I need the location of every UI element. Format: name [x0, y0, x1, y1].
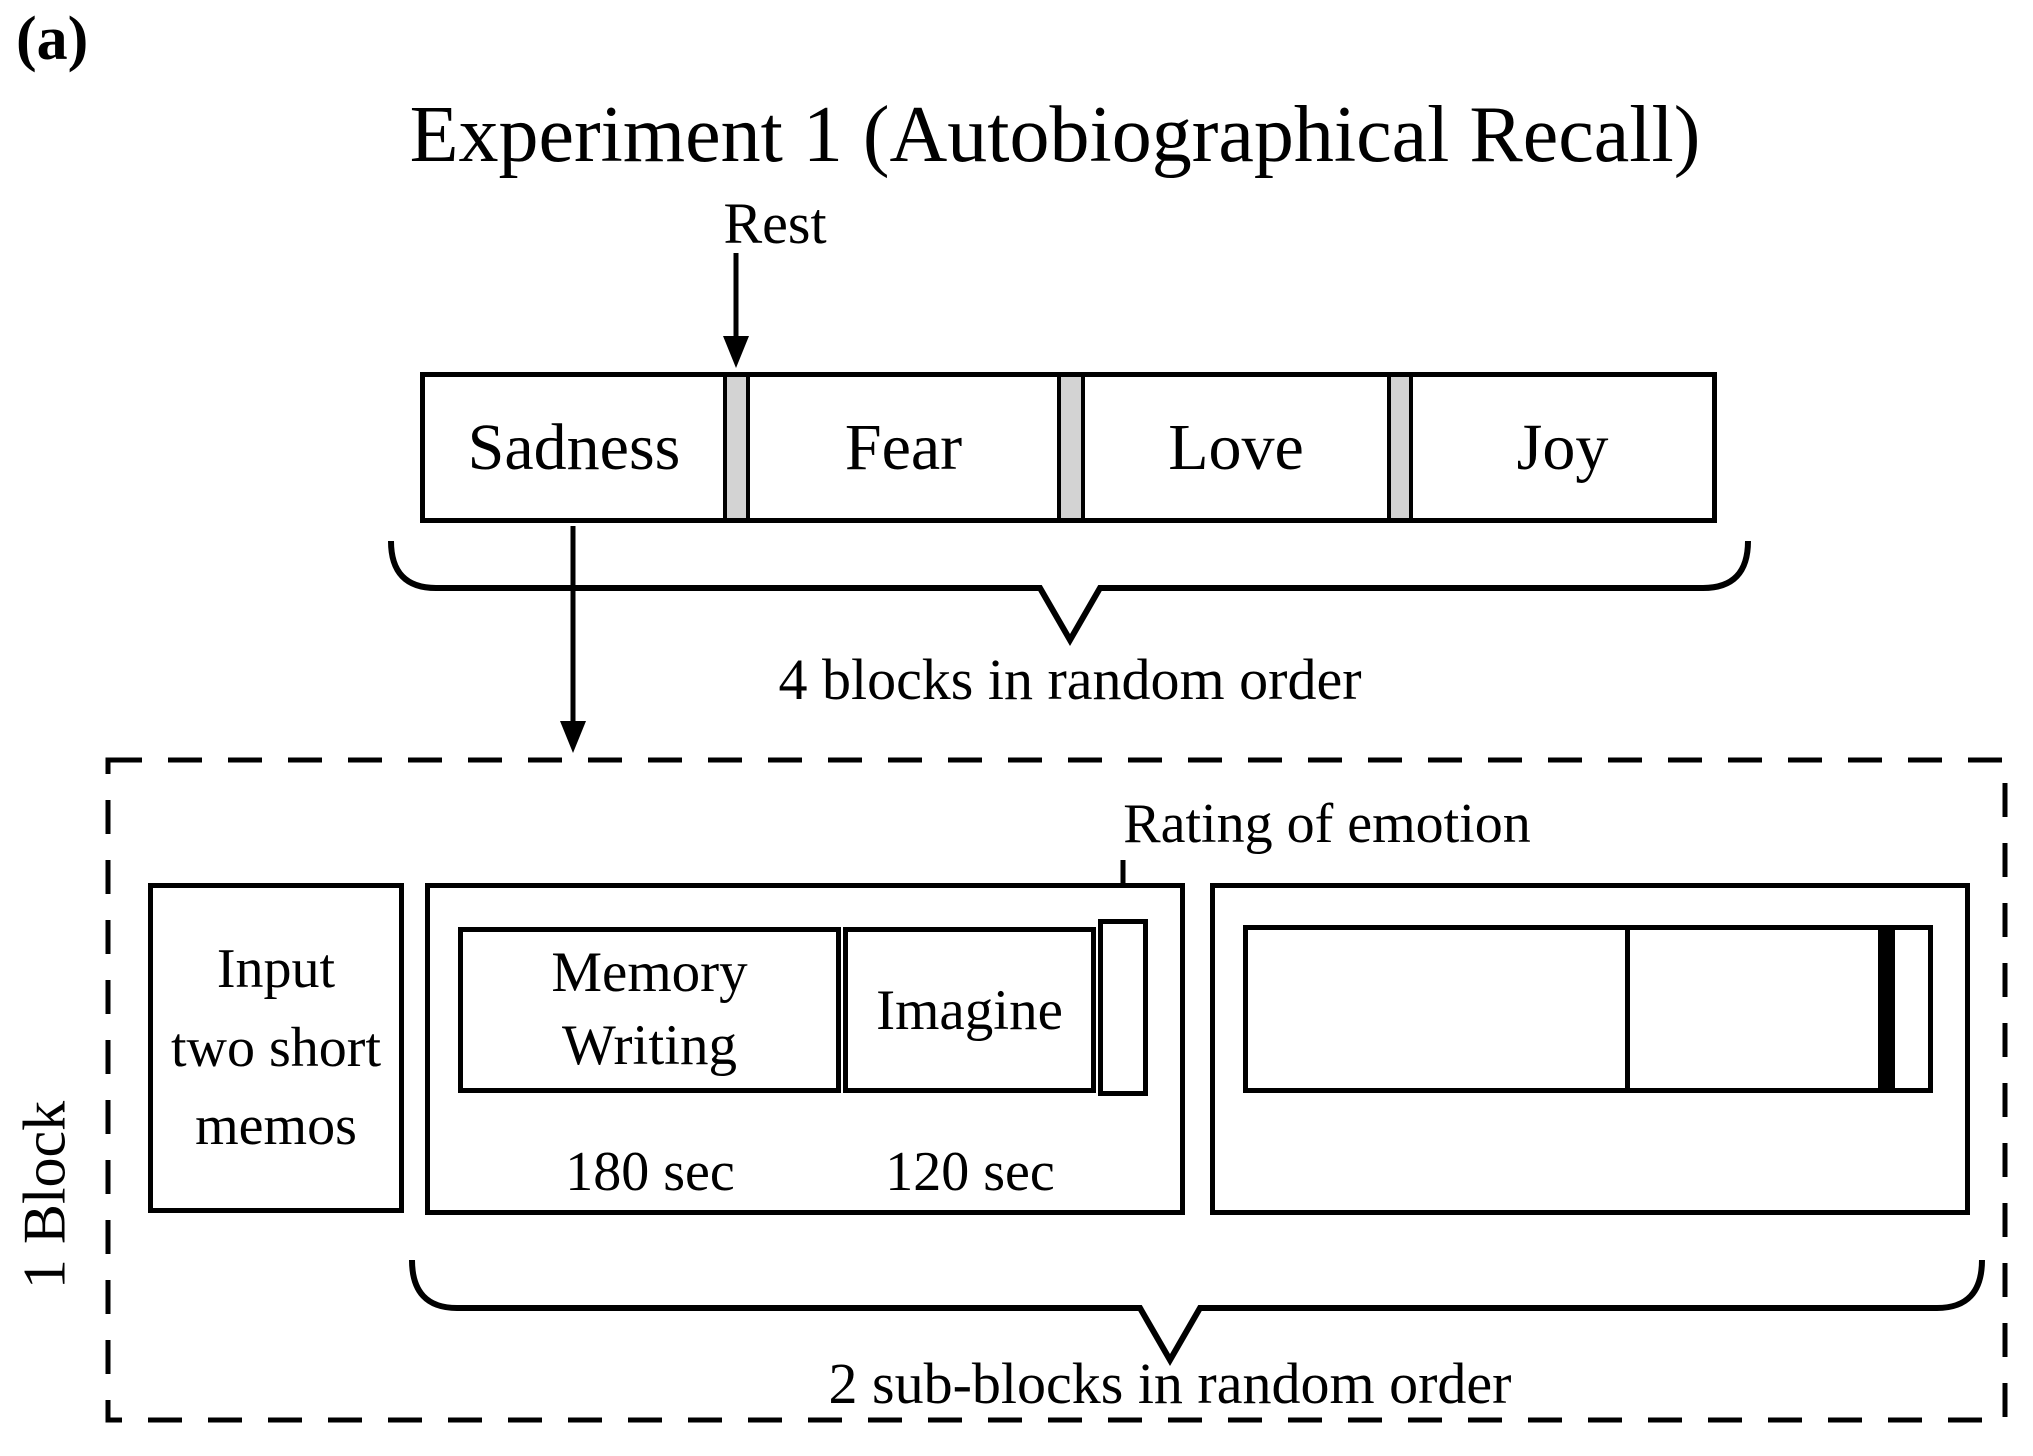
input-memos-line: two short — [171, 1016, 381, 1079]
imagine-label: Imagine — [876, 978, 1063, 1042]
memory-writing-line: Writing — [561, 1014, 737, 1077]
input-memos-line: Input — [216, 938, 336, 1001]
rating-label: Rating of emotion — [1123, 793, 1531, 855]
rating-strip — [1098, 919, 1148, 1096]
rest-label: Rest — [723, 191, 827, 256]
memory-writing-line: Memory — [551, 941, 748, 1005]
top-brace — [388, 540, 1751, 647]
block-expansion-arrow — [560, 526, 586, 753]
rest-strip — [1057, 377, 1085, 518]
rest-arrow — [723, 253, 749, 368]
emotion-block-fear: Fear — [844, 410, 963, 484]
top-brace-label: 4 blocks in random order — [778, 647, 1362, 712]
panel-label: (a) — [16, 5, 89, 73]
rest-strip — [723, 377, 750, 518]
one-block-label: 1 Block — [11, 1100, 78, 1290]
emotion-block-sadness: Sadness — [467, 410, 681, 484]
input-memos-box: Input two short memos — [148, 883, 404, 1213]
input-memos-line: memos — [195, 1095, 357, 1158]
figure-title: Experiment 1 (Autobiographical Recall) — [409, 91, 1701, 179]
bottom-brace-label: 2 sub-blocks in random order — [828, 1351, 1512, 1416]
rest-strip — [1387, 377, 1413, 518]
duration-label-180: 180 sec — [565, 1141, 735, 1203]
duration-label-120: 120 sec — [885, 1141, 1055, 1203]
emotion-block-joy: Joy — [1516, 410, 1609, 484]
emotion-block-love: Love — [1168, 410, 1304, 484]
subblock-2-divider — [1625, 930, 1630, 1088]
subblock-2-inner-box — [1243, 925, 1933, 1093]
memory-writing-box: Memory Writing — [458, 927, 841, 1093]
emotion-blocks-bar: Sadness Fear Love Joy — [420, 372, 1717, 523]
bottom-brace — [409, 1259, 1985, 1367]
subblock-2-rating-divider — [1878, 930, 1895, 1088]
imagine-box: Imagine — [843, 927, 1096, 1093]
